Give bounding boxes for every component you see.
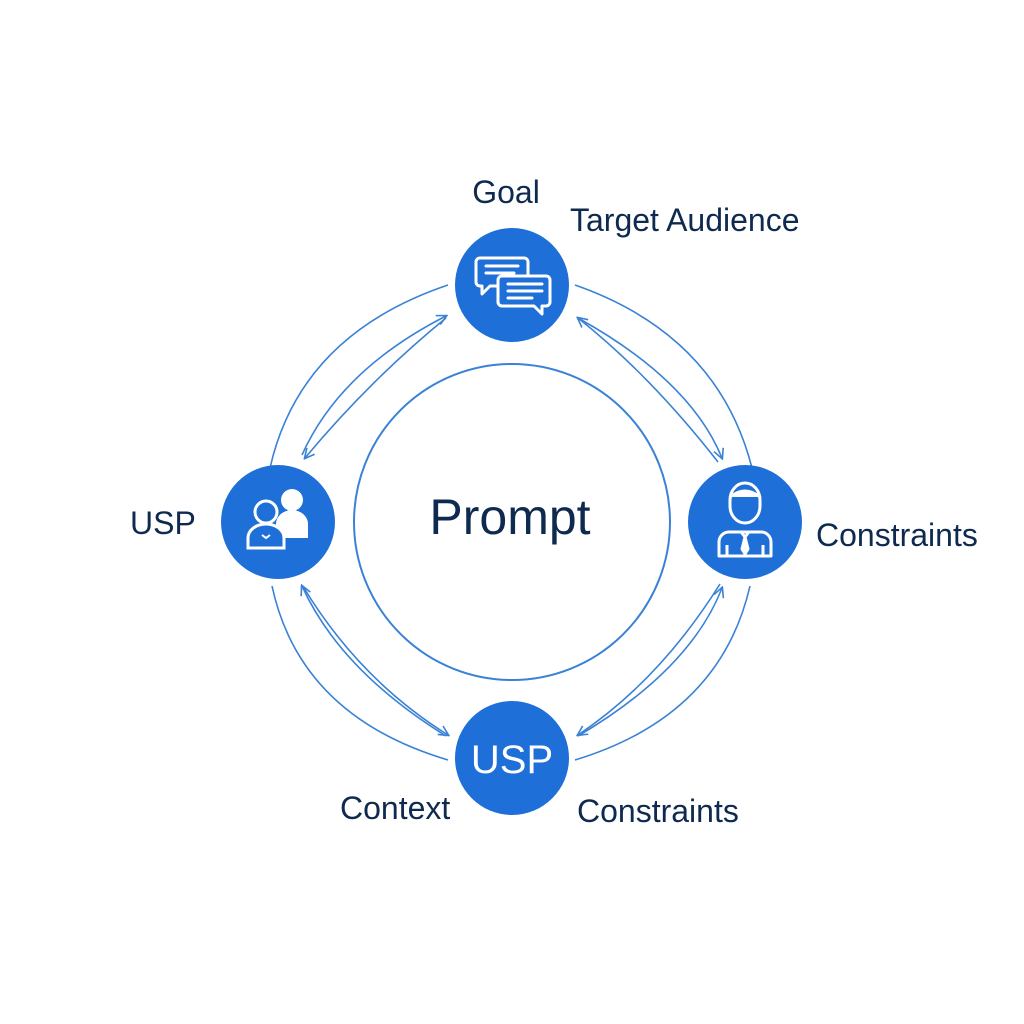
label-context: Context bbox=[340, 790, 450, 826]
arc-bottom-right-outer bbox=[574, 585, 751, 761]
label-constraints-right: Constraints bbox=[816, 517, 978, 553]
chat-bubbles-icon bbox=[474, 256, 552, 316]
people-icon bbox=[246, 489, 308, 550]
arc-bottom-left-arrow-a bbox=[303, 587, 448, 735]
label-target-audience: Target Audience bbox=[570, 202, 800, 238]
node-bottom: USP bbox=[455, 701, 569, 815]
center-ring bbox=[353, 363, 671, 681]
arc-bottom-left-outer bbox=[271, 585, 449, 761]
label-constraints-bottom: Constraints bbox=[577, 793, 739, 829]
arc-bottom-left-arrow-b bbox=[302, 586, 447, 737]
person-tie-icon bbox=[717, 481, 773, 558]
node-left bbox=[221, 465, 335, 579]
node-right bbox=[688, 465, 802, 579]
arc-top-left-arrow-a bbox=[301, 316, 446, 456]
arc-top-left-arrow-b bbox=[305, 317, 447, 458]
arc-top-right-arrow-b bbox=[578, 318, 719, 463]
arc-bottom-right-arrow-b bbox=[577, 588, 722, 737]
arc-top-right-outer bbox=[574, 284, 753, 469]
label-goal: Goal bbox=[472, 174, 540, 210]
arc-top-left-outer bbox=[269, 284, 449, 469]
arc-top-right-arrow-a bbox=[577, 317, 722, 458]
node-bottom-usp-text: USP bbox=[471, 738, 553, 782]
node-top bbox=[455, 228, 569, 342]
label-usp-left: USP bbox=[130, 505, 196, 541]
center-prompt-label: Prompt bbox=[429, 489, 590, 545]
arc-bottom-right-arrow-a bbox=[578, 583, 721, 735]
